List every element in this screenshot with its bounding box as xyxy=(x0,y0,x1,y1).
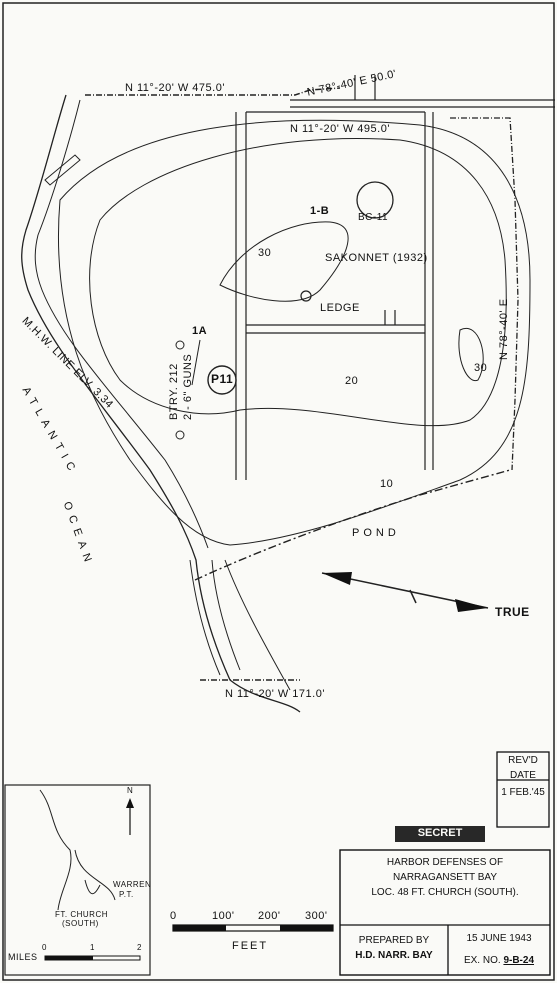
contour-label-30-east: 30 xyxy=(474,362,488,374)
station-1a-label: 1A xyxy=(192,325,208,337)
scale-fill-1 xyxy=(173,925,226,931)
scale-tick-100: 100' xyxy=(212,910,235,922)
boundary-label-north-c: N 11°-20' W 495.0' xyxy=(290,123,390,135)
btry-label-b: 2 - 6" GUNS xyxy=(182,353,194,420)
bc-label: BC-11 xyxy=(358,212,389,223)
secret-stamp-bg xyxy=(395,826,485,842)
ledge-label: LEDGE xyxy=(320,302,360,314)
boundary-label-east: N 78°-40' E xyxy=(498,298,510,360)
coastline xyxy=(21,94,301,713)
true-arrow-head xyxy=(455,599,488,612)
miles-fill xyxy=(45,956,93,960)
beach-spit xyxy=(189,559,291,691)
true-arrow-tick xyxy=(409,589,417,604)
rev-header: REV'D DATE xyxy=(497,753,549,783)
shore-line xyxy=(44,154,81,186)
road-vertical-east xyxy=(424,112,434,470)
station-1b-label: 1-B xyxy=(310,205,330,217)
road-vertical-west xyxy=(235,112,247,480)
scale-fill-2 xyxy=(280,925,333,931)
contour-10 xyxy=(57,119,531,546)
rev-date: 1 FEB.'45 xyxy=(501,787,545,798)
coastline-inner xyxy=(34,99,209,549)
title-block xyxy=(339,849,551,976)
inset-box xyxy=(4,784,151,976)
boundary-label-north-a: N 11°-20' W 475.0' xyxy=(125,82,225,94)
ex-no-value: 9-B-24 xyxy=(503,955,535,966)
scale-tick-0: 0 xyxy=(170,910,177,922)
p11-circle xyxy=(207,365,237,395)
title-dividers xyxy=(340,924,550,975)
east-boundary xyxy=(450,117,519,471)
inset-warren-pt: P.T. xyxy=(119,890,134,899)
prepared-a: PREPARED BY xyxy=(358,935,430,946)
true-label: TRUE xyxy=(495,605,530,619)
p11-label: P11 xyxy=(211,372,234,386)
inset-church-a: FT. CHURCH xyxy=(55,910,108,919)
contour-label-20: 20 xyxy=(345,375,359,387)
station-mark-south xyxy=(175,430,185,440)
contour-30 xyxy=(219,221,349,302)
ledge-marker xyxy=(300,290,312,302)
rev-box xyxy=(496,751,550,828)
inset-miles-2: 2 xyxy=(137,943,142,952)
title-text: HARBOR DEFENSES OF NARRAGANSETT BAY LOC.… xyxy=(340,855,550,900)
rev-header-b: DATE xyxy=(510,770,536,781)
inset-miles-0: 0 xyxy=(42,943,47,952)
inset-coast xyxy=(39,789,116,911)
contour-label-30: 30 xyxy=(258,247,272,259)
boundary-label-south: N 11°-20' W 171.0' xyxy=(225,688,325,700)
sakonnet-label: SAKONNET (1932) xyxy=(325,252,428,264)
true-arrow-tail xyxy=(322,572,352,585)
station-1a-mark xyxy=(175,340,185,350)
contour-20 xyxy=(89,137,507,427)
title-line-1: HARBOR DEFENSES OF xyxy=(386,857,504,868)
scale-tick-200: 200' xyxy=(258,910,281,922)
road-north xyxy=(290,75,555,108)
inset-north-label: N xyxy=(127,786,134,795)
pond-label: POND xyxy=(352,527,400,539)
road-cross xyxy=(246,111,425,334)
rev-header-a: REV'D xyxy=(508,755,538,766)
bc-circle xyxy=(356,181,394,219)
ex-no-label: EX. NO. xyxy=(463,955,501,966)
pond-fence xyxy=(194,469,511,581)
inset-church-b: (SOUTH) xyxy=(62,919,99,928)
drawing-date: 15 JUNE 1943 xyxy=(466,933,532,944)
inset-miles-1: 1 xyxy=(90,943,95,952)
inset-miles-label: MILES xyxy=(8,952,38,962)
title-line-2: NARRAGANSETT BAY xyxy=(392,872,498,883)
prepared-by: PREPARED BY H.D. NARR. BAY xyxy=(340,933,448,963)
north-boundary xyxy=(85,87,341,96)
btry-label-a: BTRY. 212 xyxy=(168,363,180,420)
inset-warren: WARREN xyxy=(113,880,152,889)
prepared-b: H.D. NARR. BAY xyxy=(355,950,433,961)
contour-30-east xyxy=(458,327,484,382)
title-line-3: LOC. 48 FT. CHURCH (SOUTH). xyxy=(371,887,519,898)
inset-north-arrowhead xyxy=(126,798,134,808)
scale-tick-300: 300' xyxy=(305,910,328,922)
ex-no: EX. NO. 9-B-24 xyxy=(448,955,550,966)
scale-unit: FEET xyxy=(232,940,269,952)
contour-label-10: 10 xyxy=(380,478,394,490)
secret-stamp: SECRET xyxy=(417,827,463,839)
station-1a-leader xyxy=(191,339,201,386)
